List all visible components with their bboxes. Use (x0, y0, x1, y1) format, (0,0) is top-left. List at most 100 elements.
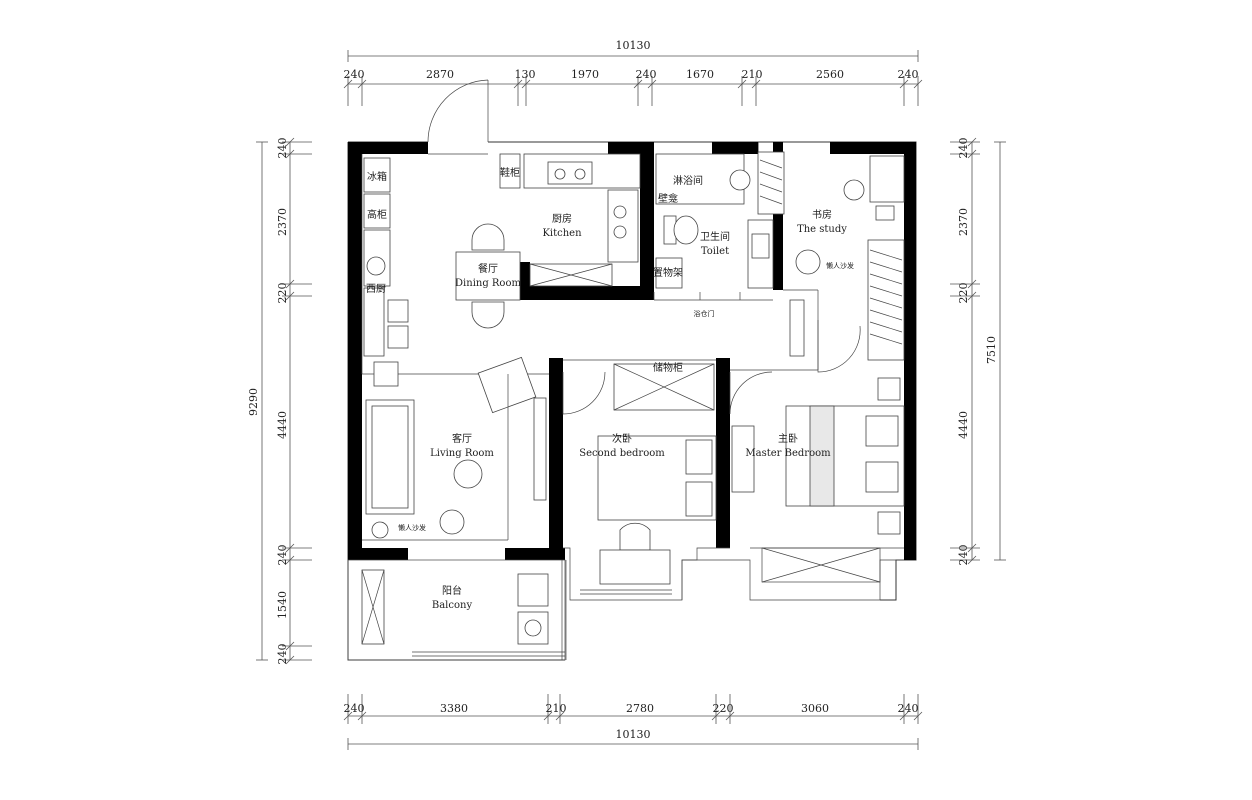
label-study-cn: 书房 (812, 208, 832, 221)
left-seg-4: 240 (276, 545, 289, 566)
top-seg-6: 210 (742, 68, 763, 81)
dimension-tick (343, 711, 353, 721)
dimension-tick (285, 641, 295, 651)
bottom-seg-3: 2780 (626, 702, 654, 715)
room-labels: 冰箱 高柜 西厨 鞋柜 厨房 Kitchen 餐厅 Dining Room 淋浴… (366, 166, 854, 611)
dimension-tick (285, 655, 295, 665)
dimension-tick (967, 555, 977, 565)
left-total-dim: 9290 (247, 388, 260, 416)
label-lazy-sofa-study: 懒人沙发 (826, 261, 854, 270)
top-seg-0: 240 (344, 68, 365, 81)
dimension-tick (899, 711, 909, 721)
left-seg-5: 1540 (276, 591, 289, 619)
label-toilet-cn: 卫生间 (700, 230, 730, 243)
top-seg-3: 1970 (571, 68, 599, 81)
dimension-tick (967, 543, 977, 553)
dimension-top: 10130 240 2870 130 1970 240 1670 210 256… (344, 39, 923, 106)
bottom-seg-2: 210 (546, 702, 567, 715)
label-shelf: 置物架 (653, 266, 683, 279)
dimension-tick (357, 79, 367, 89)
furniture (361, 151, 905, 645)
dimension-tick (285, 149, 295, 159)
left-seg-3: 4440 (276, 411, 289, 439)
label-fridge: 冰箱 (367, 170, 387, 183)
top-seg-1: 2870 (426, 68, 454, 81)
top-seg-7: 2560 (816, 68, 844, 81)
label-shoe-cabinet: 鞋柜 (500, 166, 520, 179)
label-kitchen-en: Kitchen (542, 228, 582, 239)
dimension-tick (633, 79, 643, 89)
dimension-tick (967, 291, 977, 301)
label-dining-en: Dining Room (455, 278, 521, 289)
dimension-tick (967, 149, 977, 159)
label-balcony-en: Balcony (432, 600, 473, 611)
label-toilet-en: Toilet (701, 246, 729, 257)
label-master-bedroom-cn: 主卧 (778, 432, 798, 445)
right-total-dim: 7510 (985, 336, 998, 364)
dimension-tick (751, 79, 761, 89)
label-bath-door: 浴仓门 (694, 309, 715, 318)
dimension-right: 240 2370 220 4440 240 7510 (950, 138, 1006, 566)
left-seg-0: 240 (276, 138, 289, 159)
dimension-tick (285, 555, 295, 565)
dimension-tick (725, 711, 735, 721)
label-lazy-sofa-living: 懒人沙发 (398, 523, 426, 532)
label-shower: 淋浴间 (673, 174, 703, 187)
dimension-tick (967, 137, 977, 147)
bottom-seg-1: 3380 (440, 702, 468, 715)
top-seg-4: 240 (636, 68, 657, 81)
top-seg-8: 240 (898, 68, 919, 81)
dimension-tick (543, 711, 553, 721)
dimension-bottom: 240 3380 210 2780 220 3060 240 10130 (344, 694, 923, 750)
dimension-tick (899, 79, 909, 89)
dimension-tick (513, 79, 523, 89)
label-living-en: Living Room (430, 448, 494, 459)
dimension-tick (285, 137, 295, 147)
left-seg-6: 240 (276, 644, 289, 665)
left-seg-2: 220 (276, 283, 289, 304)
label-study-en: The study (797, 224, 847, 235)
right-seg-2: 220 (957, 283, 970, 304)
dimension-tick (285, 279, 295, 289)
top-seg-2: 130 (515, 68, 536, 81)
interior-lines (347, 153, 904, 661)
dimension-tick (737, 79, 747, 89)
label-western-kitchen: 西厨 (366, 283, 386, 295)
right-seg-3: 4440 (957, 411, 970, 439)
dimension-tick (343, 79, 353, 89)
bottom-seg-0: 240 (344, 702, 365, 715)
label-niche: 壁龛 (658, 192, 678, 205)
bottom-seg-6: 240 (898, 702, 919, 715)
label-balcony-cn: 阳台 (442, 584, 462, 597)
right-seg-1: 2370 (957, 208, 970, 236)
top-total-dim: 10130 (616, 39, 651, 52)
dimension-tick (913, 711, 923, 721)
dimension-tick (285, 543, 295, 553)
dimension-tick (967, 279, 977, 289)
label-kitchen-cn: 厨房 (552, 212, 572, 225)
bottom-total-dim: 10130 (616, 728, 651, 741)
walls (347, 141, 917, 661)
left-seg-1: 2370 (276, 208, 289, 236)
dimension-tick (913, 79, 923, 89)
dimension-tick (521, 79, 531, 89)
bottom-seg-4: 220 (713, 702, 734, 715)
dimension-tick (555, 711, 565, 721)
doors (427, 79, 861, 415)
right-seg-4: 240 (957, 545, 970, 566)
dimension-tick (285, 291, 295, 301)
label-second-bedroom-en: Second bedroom (579, 448, 665, 459)
label-storage-cabinet: 储物柜 (653, 361, 683, 374)
label-master-bedroom-en: Master Bedroom (745, 448, 831, 459)
dimension-tick (647, 79, 657, 89)
label-dining-cn: 餐厅 (478, 262, 498, 275)
dimension-tick (711, 711, 721, 721)
label-living-cn: 客厅 (452, 432, 472, 445)
bottom-seg-5: 3060 (801, 702, 829, 715)
dimension-left: 9290 240 2370 220 4440 240 1540 240 (247, 138, 312, 665)
label-tall-cabinet: 高柜 (367, 208, 387, 221)
top-seg-5: 1670 (686, 68, 714, 81)
right-seg-0: 240 (957, 138, 970, 159)
dimension-tick (357, 711, 367, 721)
